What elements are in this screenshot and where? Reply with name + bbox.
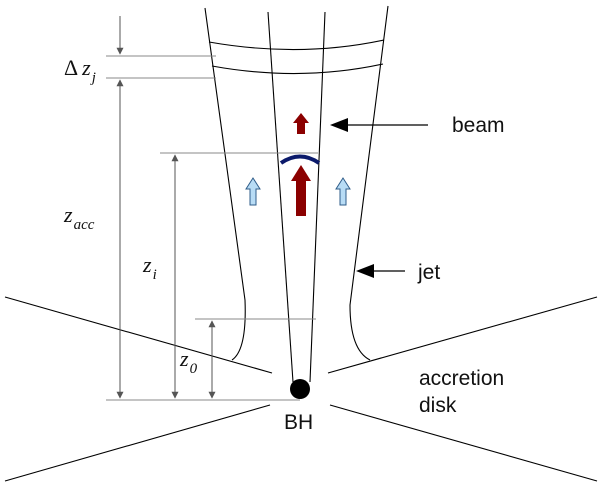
jet-pointer-arrow	[356, 264, 405, 278]
bh-label: BH	[284, 411, 313, 434]
emission-slice	[208, 39, 385, 75]
z-acc-label: zacc	[63, 202, 95, 233]
beam-pointer-arrow	[330, 118, 428, 132]
flow-arrow-right	[335, 177, 351, 206]
accretion-label: accretion	[419, 367, 504, 390]
z-i-label: zi	[142, 252, 157, 283]
black-hole	[290, 379, 310, 399]
jet-outer-boundary	[204, 5, 389, 361]
guide-lines	[106, 55, 318, 401]
z-0-label: z0	[179, 346, 198, 377]
beam-label: beam	[452, 114, 505, 137]
beam-arrow-large	[291, 165, 311, 216]
accretion-disk-lines	[4, 296, 598, 482]
disk-label: disk	[419, 394, 457, 417]
shock-front-arc	[279, 154, 321, 165]
beam-cone	[267, 11, 326, 383]
jet-label: jet	[417, 261, 440, 284]
beam-arrow-small	[293, 113, 309, 134]
flow-arrow-left	[245, 177, 261, 206]
dimension-arrows	[116, 16, 216, 399]
